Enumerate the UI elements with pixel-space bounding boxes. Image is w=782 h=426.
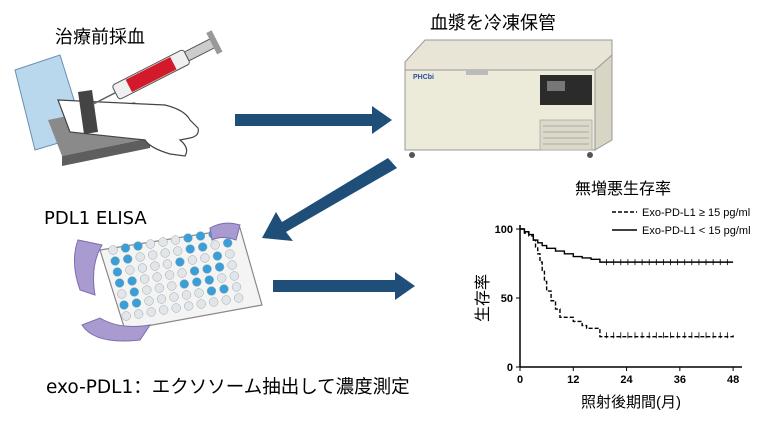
y-tick-label: 0 (507, 362, 513, 374)
elisa-well (173, 246, 183, 256)
legend-label: Exo-PD-L1 < 15 pg/ml (642, 225, 751, 237)
elisa-well (212, 251, 223, 261)
elisa-well (148, 250, 158, 260)
elisa-well (200, 253, 210, 263)
elisa-well (169, 292, 179, 302)
elisa-well (110, 256, 120, 266)
elisa-well (152, 272, 162, 282)
elisa-well (167, 281, 177, 291)
elisa-well (119, 300, 129, 310)
arrow-right-bottom (273, 272, 415, 300)
x-tick-label: 24 (620, 374, 633, 386)
elisa-well (145, 239, 156, 249)
elisa-well (139, 274, 150, 284)
elisa-well (229, 271, 239, 281)
arrow-right-top (235, 106, 392, 134)
x-tick-label: 48 (727, 374, 739, 386)
elisa-well (171, 303, 181, 313)
legend-label: Exo-PD-L1 ≥ 15 pg/ml (642, 207, 750, 219)
elisa-well (209, 297, 219, 307)
elisa-well (164, 270, 175, 280)
elisa-well (195, 231, 206, 241)
elisa-label: PDL1 ELISA (44, 208, 147, 229)
elisa-well (129, 287, 139, 297)
chart-title: 無増悪生存率 (575, 179, 672, 198)
arrow-down-left (262, 158, 397, 241)
elisa-well (181, 290, 192, 300)
elisa-well (227, 260, 237, 270)
freezer-brand-logo: PHCbi (413, 74, 434, 81)
elisa-well (150, 261, 160, 271)
elisa-well (210, 240, 220, 250)
elisa-well (123, 254, 133, 264)
x-tick-label: 12 (567, 374, 579, 386)
elisa-well (170, 235, 181, 245)
elisa-well (225, 249, 235, 259)
elisa-well (183, 233, 193, 243)
elisa-well (131, 298, 142, 308)
y-tick-label: 100 (495, 224, 513, 236)
elisa-well (185, 244, 195, 254)
elisa-well (192, 277, 202, 287)
elisa-well (154, 283, 164, 293)
elisa-well (142, 285, 152, 295)
elisa-well (135, 252, 145, 262)
elisa-well (127, 276, 137, 286)
elisa-well (189, 266, 200, 276)
elisa-well (202, 264, 212, 274)
y-tick-label: 50 (501, 293, 513, 305)
series-line (520, 228, 734, 263)
elisa-well (231, 282, 242, 292)
elisa-well (108, 245, 118, 255)
elisa-well (156, 294, 167, 304)
exo-pdl1-label: exo-PDL1：エクソソーム抽出して濃度測定 (46, 377, 410, 398)
elisa-well (112, 267, 123, 277)
elisa-well (184, 301, 194, 311)
elisa-well (223, 238, 233, 248)
elisa-well (234, 293, 244, 303)
y-axis-label: 生存率 (474, 274, 492, 322)
elisa-well (121, 311, 131, 321)
series-line (520, 228, 734, 338)
elisa-well (117, 289, 127, 299)
elisa-well (217, 273, 227, 283)
blood-draw-label: 治療前採血 (55, 27, 145, 48)
elisa-well (146, 307, 156, 317)
elisa-well (120, 243, 131, 253)
elisa-well (134, 309, 144, 319)
elisa-well (194, 288, 204, 298)
x-tick-label: 36 (674, 374, 686, 386)
elisa-well (158, 237, 168, 247)
elisa-well (221, 295, 231, 305)
elisa-well (177, 268, 187, 278)
elisa-well (160, 248, 170, 258)
elisa-well (179, 279, 189, 289)
elisa-well (219, 284, 229, 294)
x-axis-label: 照射後期間(月) (581, 394, 681, 411)
elisa-well (204, 275, 214, 285)
elisa-well (125, 265, 135, 275)
elisa-well (187, 255, 198, 265)
elisa-well (144, 296, 154, 306)
elisa-well (198, 242, 208, 252)
elisa-well (137, 263, 148, 273)
elisa-well (162, 259, 173, 269)
elisa-well (214, 262, 225, 272)
elisa-well (114, 278, 125, 288)
elisa-well (175, 257, 185, 267)
elisa-well (196, 299, 206, 309)
freeze-storage-label: 血漿を冷凍保管 (430, 13, 556, 34)
elisa-well (159, 305, 169, 315)
elisa-well (133, 241, 143, 251)
x-tick-label: 0 (517, 374, 523, 386)
elisa-well (206, 286, 217, 296)
